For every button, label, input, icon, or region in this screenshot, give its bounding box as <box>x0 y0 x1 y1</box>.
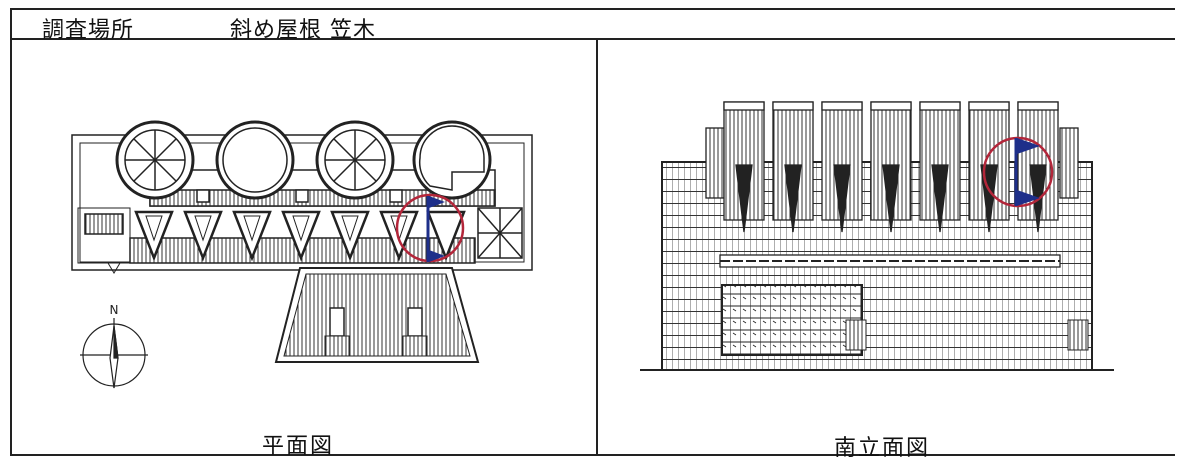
plan-location-marker <box>395 193 465 263</box>
elevation-entrance-glazing <box>721 284 863 356</box>
plan-trapezoid-annex <box>274 267 480 363</box>
south-elevation-drawing <box>640 101 1114 371</box>
plan-view-drawing <box>71 120 533 363</box>
north-label: N <box>110 303 119 317</box>
plan-view-caption: 平面図 <box>262 434 335 459</box>
survey-location-value: 斜め屋根 笠木 <box>230 18 376 43</box>
drawing-frame <box>10 40 1175 456</box>
panel-divider <box>596 40 598 456</box>
elevation-caption: 南立面図 <box>834 436 931 461</box>
header-bar: 調査場所 斜め屋根 笠木 <box>10 8 1175 43</box>
plan-cross-boxes <box>477 207 523 259</box>
elevation-location-marker <box>982 136 1054 208</box>
plan-circles <box>115 120 492 200</box>
survey-location-label: 調査場所 <box>42 18 135 43</box>
north-arrow-compass <box>80 318 148 389</box>
elevation-columns <box>705 101 1079 233</box>
